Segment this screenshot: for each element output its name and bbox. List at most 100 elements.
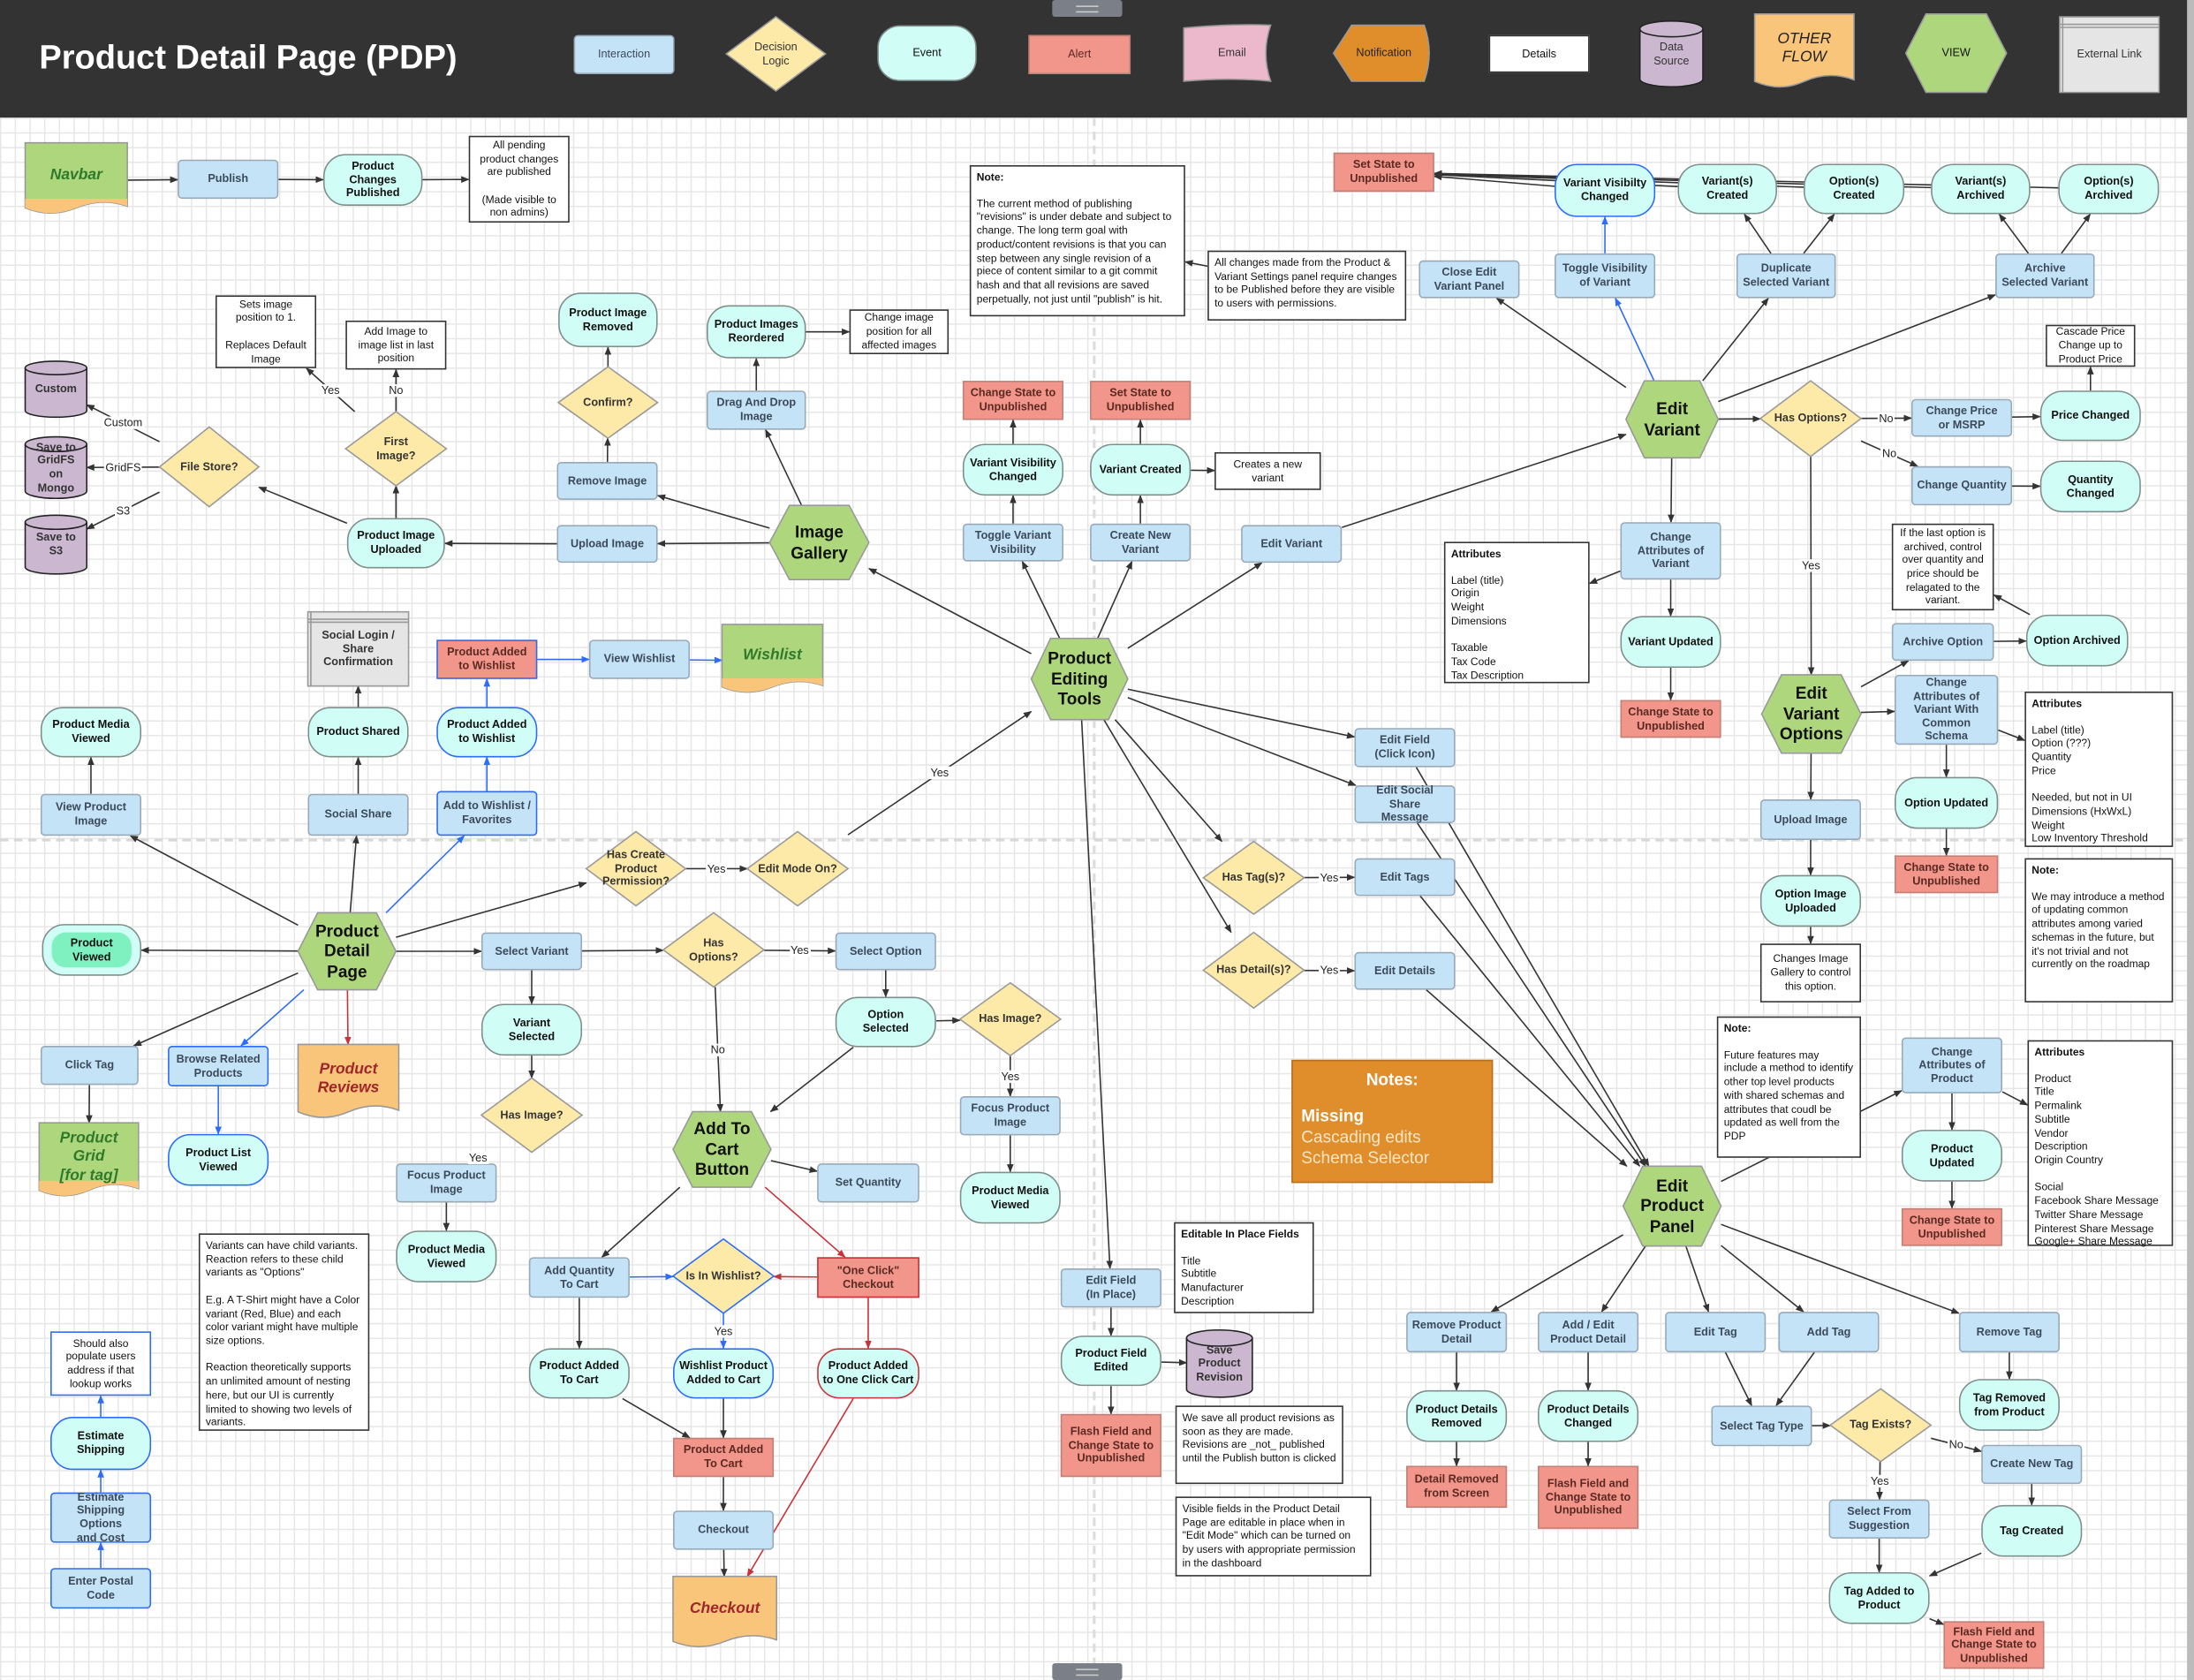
create-new-tag-interaction[interactable]: Create New Tag <box>1981 1444 2083 1485</box>
price-changed-event[interactable]: Price Changed <box>2039 390 2141 442</box>
checkout-otherflow[interactable]: Checkout <box>673 1577 776 1653</box>
legend-data-source-datasource[interactable]: Data Source <box>1640 21 1703 87</box>
remove-tag-interaction[interactable]: Remove Tag <box>1958 1312 2060 1353</box>
remove-product-detail-interaction[interactable]: Remove Product Detail <box>1406 1312 1508 1353</box>
product-changes-published-event[interactable]: Product Changes Published <box>322 154 423 206</box>
wishlist-greendoc[interactable]: Wishlist <box>722 624 822 697</box>
add-tag-interaction[interactable]: Add Tag <box>1778 1312 1880 1353</box>
tag-removed-from-product-event[interactable]: Tag Removed from Product <box>1958 1379 2060 1431</box>
all-pending-product-changes-are-published-made-visible-to-non-admins-note[interactable]: All pending product changes are publishe… <box>468 135 570 223</box>
top-drag-handle[interactable] <box>1052 0 1123 18</box>
variant-created-event[interactable]: Variant Created <box>1090 443 1192 496</box>
view-wishlist-interaction[interactable]: View Wishlist <box>588 639 691 679</box>
product-field-edited-event[interactable]: Product Field Edited <box>1060 1336 1161 1387</box>
product-images-reordered-event[interactable]: Product Images Reordered <box>707 305 806 359</box>
set-state-to-unpublished-alert[interactable]: Set State to Unpublished <box>1090 381 1192 420</box>
add-edit-product-detail-interaction[interactable]: Add / Edit Product Detail <box>1538 1312 1639 1353</box>
variants-can-have-child-variants-reaction-refers-to-these-child-variants-as-options-e-g-a-t-shirt-might-have-a-color-variant-red-blue-and-each-color-variant-might-have-multiple-size-options-reaction-t[interactable]: Variants can have child variants. Reacti… <box>198 1233 370 1431</box>
future-features-may-include-a-method-to-identify-other-top-level-products-with-shared-schemas-and-attributes-that-coudl-be-updated-as-well-from-the-pdp-note[interactable]: Note:Future features may include a metho… <box>1716 1016 1861 1158</box>
change-attributes-of-variant-interaction[interactable]: Change Attributes of Variant <box>1620 522 1721 580</box>
product-grid-for-tag-greendoc[interactable]: Product Grid [for tag] <box>39 1123 138 1201</box>
product-shared-event[interactable]: Product Shared <box>307 707 409 758</box>
save-product-revision-datasource[interactable]: Save Product Revision <box>1186 1330 1252 1397</box>
flash-field-and-change-state-to-unpublished-alert[interactable]: Flash Field and Change State to Unpublis… <box>1060 1413 1161 1478</box>
all-changes-made-from-the-product-variant-settings-panel-require-changes-to-be-published-before-they-are-visible-to-users-with-permissions-note[interactable]: All changes made from the Product & Vari… <box>1207 250 1407 321</box>
legend-external-link-external[interactable]: External Link <box>2060 17 2159 93</box>
legend-notification-notification[interactable]: Notification <box>1334 26 1434 81</box>
detail-removed-from-screen-alert[interactable]: Detail Removed from Screen <box>1406 1465 1508 1509</box>
legend-view-view[interactable]: VIEW <box>1906 14 2007 93</box>
image-gallery-view[interactable]: Image Gallery <box>769 505 868 579</box>
option-archived-event[interactable]: Option Archived <box>2025 614 2129 667</box>
edit-variant-options-view[interactable]: Edit Variant Options <box>1762 675 1861 753</box>
legend-decision-logic-decision[interactable]: Decision Logic <box>726 17 825 91</box>
close-edit-variant-panel-interaction[interactable]: Close Edit Variant Panel <box>1419 260 1520 299</box>
legend-alert-alert[interactable]: Alert <box>1028 34 1131 75</box>
variant-s-created-event[interactable]: Variant(s) Created <box>1677 163 1777 215</box>
legend-interaction-interaction[interactable]: Interaction <box>573 34 675 75</box>
change-quantity-interaction[interactable]: Change Quantity <box>1911 465 2013 506</box>
cascade-price-change-up-to-product-price-note[interactable]: Cascade Price Change up to Product Price <box>2046 324 2136 367</box>
add-image-to-image-list-in-last-position-note[interactable]: Add Image to image list in last position <box>345 320 447 370</box>
has-options-decision[interactable]: Has Options? <box>1760 381 1861 457</box>
creates-a-new-variant-note[interactable]: Creates a new variant <box>1214 451 1321 490</box>
flash-field-and-change-state-to-unpublished-alert[interactable]: Flash Field and Change State to Unpublis… <box>1538 1465 1639 1529</box>
product-list-viewed-event[interactable]: Product List Viewed <box>168 1133 269 1186</box>
add-to-cart-button-view[interactable]: Add To Cart Button <box>673 1111 771 1187</box>
estimate-shipping-event[interactable]: Estimate Shipping <box>50 1417 152 1471</box>
edit-variant-view[interactable]: Edit Variant <box>1626 381 1719 458</box>
create-new-variant-interaction[interactable]: Create New Variant <box>1090 523 1192 562</box>
product-added-to-one-click-cart-event[interactable]: Product Added to One Click Cart <box>817 1348 919 1399</box>
add-quantity-to-cart-interaction[interactable]: Add Quantity To Cart <box>528 1257 630 1298</box>
edit-variant-interaction[interactable]: Edit Variant <box>1241 525 1343 564</box>
upload-image-interaction[interactable]: Upload Image <box>1759 799 1861 840</box>
change-state-to-unpublished-alert[interactable]: Change State to Unpublished <box>1901 1207 2002 1246</box>
variant-visibility-changed-event[interactable]: Variant Visibility Changed <box>962 443 1063 496</box>
enter-postal-code-interaction[interactable]: Enter Postal Code <box>50 1568 152 1609</box>
remove-image-interaction[interactable]: Remove Image <box>556 462 658 500</box>
product-added-to-wishlist-event[interactable]: Product Added to Wishlist <box>436 707 538 758</box>
change-state-to-unpublished-alert[interactable]: Change State to Unpublished <box>1620 700 1721 738</box>
flash-field-and-change-state-to-unpublished-alert[interactable]: Flash Field and Change State to Unpublis… <box>1943 1621 2045 1669</box>
change-attributes-of-variant-with-common-schema-interaction[interactable]: Change Attributes of Variant With Common… <box>1895 674 1999 745</box>
option-s-archived-event[interactable]: Option(s) Archived <box>2058 163 2160 215</box>
focus-product-image-interaction[interactable]: Focus Product Image <box>396 1163 497 1203</box>
estimate-shipping-options-and-cost-interaction[interactable]: Estimate Shipping Options and Cost <box>50 1491 152 1544</box>
is-in-wishlist-decision[interactable]: Is In Wishlist? <box>673 1239 774 1313</box>
vertical-scrollbar[interactable] <box>2187 0 2194 1680</box>
quantity-changed-event[interactable]: Quantity Changed <box>2039 460 2141 513</box>
product-media-viewed-event[interactable]: Product Media Viewed <box>396 1230 497 1283</box>
product-media-viewed-event[interactable]: Product Media Viewed <box>40 707 142 758</box>
click-tag-interaction[interactable]: Click Tag <box>40 1045 139 1086</box>
archive-option-interaction[interactable]: Archive Option <box>1891 623 1994 662</box>
variant-s-archived-event[interactable]: Variant(s) Archived <box>1931 163 2031 215</box>
change-state-to-unpublished-alert[interactable]: Change State to Unpublished <box>1895 855 1999 894</box>
sets-image-position-to-1-replaces-default-image-note[interactable]: Sets image position to 1. Replaces Defau… <box>215 295 317 368</box>
edit-mode-on-decision[interactable]: Edit Mode On? <box>747 831 848 905</box>
has-options-decision[interactable]: Has Options? <box>663 912 764 987</box>
change-state-to-unpublished-alert[interactable]: Change State to Unpublished <box>962 381 1063 420</box>
product-added-to-wishlist-alert[interactable]: Product Added to Wishlist <box>436 639 538 679</box>
drag-and-drop-image-interaction[interactable]: Drag And Drop Image <box>707 390 806 430</box>
set-state-to-unpublished-alert[interactable]: Set State to Unpublished <box>1333 152 1434 193</box>
wishlist-product-added-to-cart-event[interactable]: Wishlist Product Added to Cart <box>673 1348 775 1399</box>
first-image-decision[interactable]: First Image? <box>345 412 446 486</box>
confirm-decision[interactable]: Confirm? <box>558 367 657 438</box>
toggle-visibility-of-variant-interaction[interactable]: Toggle Visibility of Variant <box>1555 253 1656 299</box>
publish-interaction[interactable]: Publish <box>178 159 279 200</box>
has-tag-s-decision[interactable]: Has Tag(s)? <box>1203 842 1304 914</box>
product-details-removed-event[interactable]: Product Details Removed <box>1406 1389 1508 1442</box>
navbar-greendoc[interactable]: Navbar <box>26 143 128 219</box>
product-added-to-cart-alert[interactable]: Product Added To Cart <box>673 1437 775 1478</box>
change-attributes-of-product-interaction[interactable]: Change Attributes of Product <box>1901 1037 2002 1094</box>
product-detail-page-view[interactable]: Product Detail Page <box>298 912 396 989</box>
we-may-introduce-a-method-of-updating-common-attributes-among-varied-schemas-in-the-future-but-it-s-not-trivial-and-not-currently-on-the-roadmap-note[interactable]: Note:We may introduce a method of updati… <box>2024 858 2174 1003</box>
social-share-interaction[interactable]: Social Share <box>307 793 409 836</box>
archive-selected-variant-interaction[interactable]: Archive Selected Variant <box>1995 253 2095 299</box>
product-reviews-otherflow[interactable]: Product Reviews <box>298 1044 398 1123</box>
